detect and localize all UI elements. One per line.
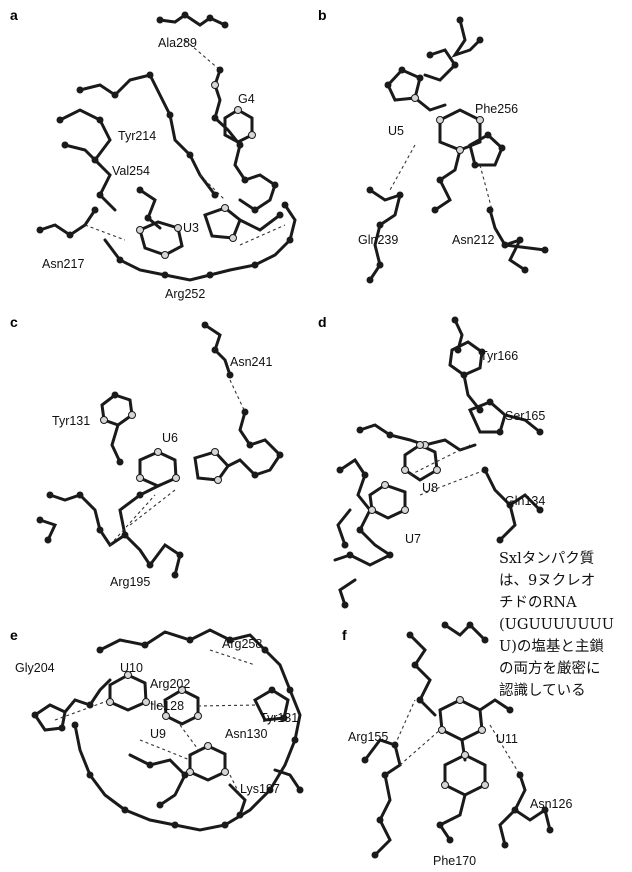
label-ser165: Ser165: [505, 409, 545, 423]
panel-a: a: [10, 7, 297, 301]
label-u11: U11: [496, 732, 518, 746]
caption-line: Sxlタンパク質: [499, 551, 595, 567]
caption-line: (UGUUUUUUU: [499, 617, 615, 633]
label-arg202: Arg202: [150, 677, 190, 691]
label-ala289: Ala289: [158, 36, 197, 50]
label-u8: U8: [422, 481, 438, 495]
caption-line: は、9ヌクレオ: [499, 573, 596, 589]
panel-c: c Asn241 Tyr131 U: [10, 314, 284, 589]
label-tyr214: Tyr214: [118, 129, 156, 143]
label-gln134: Gln134: [505, 494, 545, 508]
panel-letter-e: e: [10, 627, 18, 643]
label-asn241: Asn241: [230, 355, 272, 369]
label-asn212: Asn212: [452, 233, 494, 247]
label-phe170: Phe170: [433, 854, 476, 868]
figure-caption: Sxlタンパク質 は、9ヌクレオ チドのRNA (UGUUUUUUU U)の塩基…: [499, 548, 624, 702]
panel-letter-f: f: [342, 627, 347, 643]
label-asn126: Asn126: [530, 797, 572, 811]
label-tyr131: Tyr131: [52, 414, 90, 428]
label-tyr131-e: Tyr131: [260, 711, 298, 725]
caption-line: U)の塩基と主鎖: [499, 639, 604, 655]
label-arg258: Arg258: [222, 637, 262, 651]
label-arg195: Arg195: [110, 575, 150, 589]
caption-line: 認識している: [499, 683, 586, 699]
label-tyr166: Tyr166: [480, 349, 518, 363]
panel-b: b Phe256 U5 Gln23: [318, 7, 549, 284]
label-phe256: Phe256: [475, 102, 518, 116]
panel-letter-d: d: [318, 314, 327, 330]
label-val254: Val254: [112, 164, 150, 178]
label-u9: U9: [150, 727, 166, 741]
label-arg252: Arg252: [165, 287, 205, 301]
label-ile128: Ile128: [150, 699, 184, 713]
label-asn217: Asn217: [42, 257, 84, 271]
panel-f: f Arg155 U11 Asn126: [342, 621, 572, 868]
caption-line: の両方を厳密に: [499, 661, 601, 677]
label-u10: U10: [120, 661, 143, 675]
caption-line: チドのRNA: [499, 595, 577, 611]
label-arg155: Arg155: [348, 730, 388, 744]
label-gln239: Gln239: [358, 233, 398, 247]
label-gly204: Gly204: [15, 661, 55, 675]
label-u7: U7: [405, 532, 421, 546]
label-u3: U3: [183, 221, 199, 235]
label-lys197: Lys197: [240, 782, 280, 796]
panel-letter-c: c: [10, 314, 18, 330]
panel-letter-a: a: [10, 7, 18, 23]
label-u5: U5: [388, 124, 404, 138]
label-asn130: Asn130: [225, 727, 267, 741]
label-g4: G4: [238, 92, 255, 106]
label-u6: U6: [162, 431, 178, 445]
panel-e: e: [10, 627, 304, 832]
panel-d: d Tyr166: [318, 314, 545, 609]
panel-letter-b: b: [318, 7, 327, 23]
